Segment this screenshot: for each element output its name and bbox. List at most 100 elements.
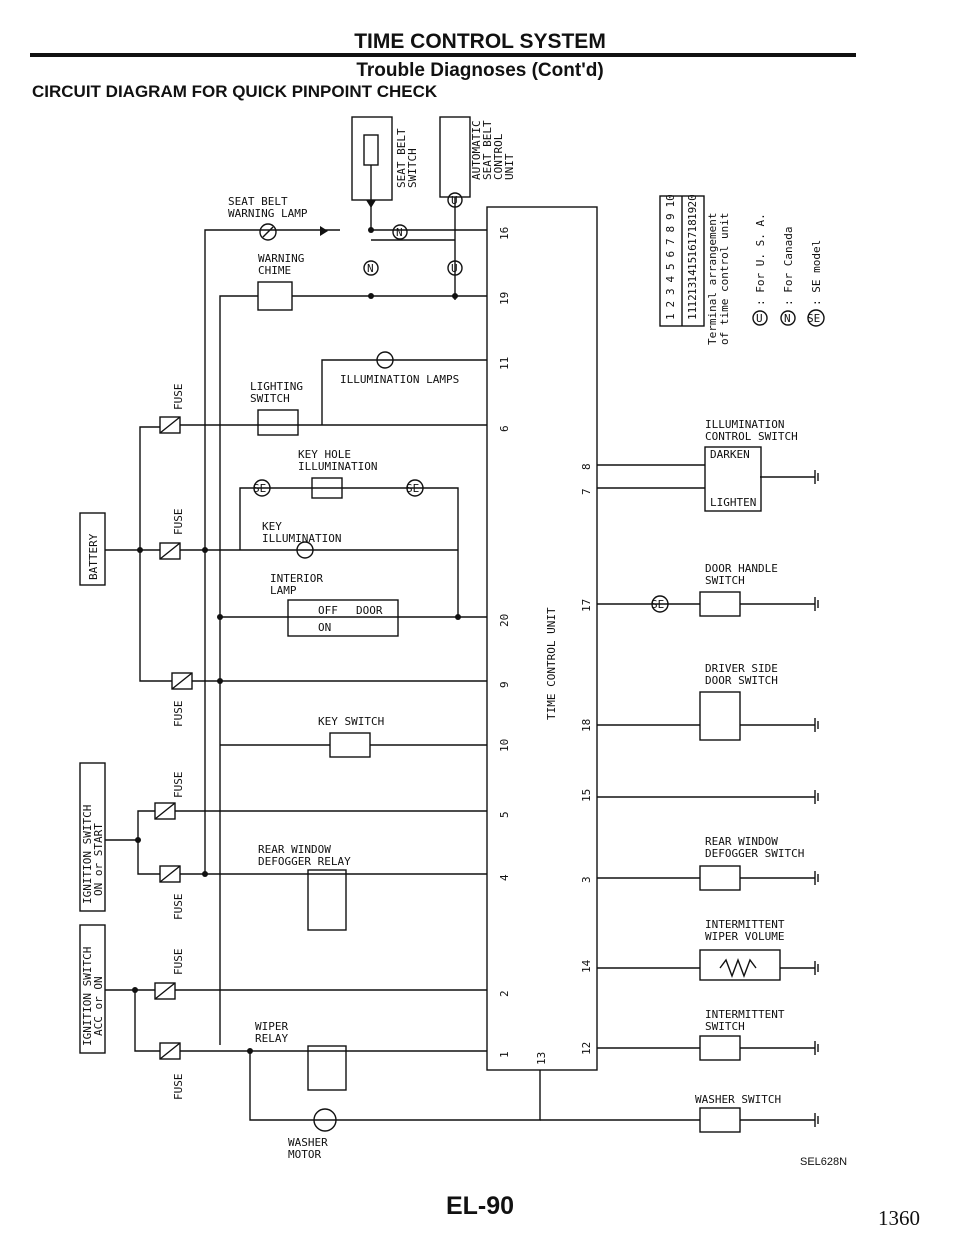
interior-lamp-line1: INTERIOR xyxy=(270,572,323,585)
connector-pin-15: 15 xyxy=(686,257,699,270)
seat-belt-switch xyxy=(351,116,393,230)
ignition-switch-acc-on-box xyxy=(79,924,106,1054)
intermittent-switch-line1: INTERMITTENT xyxy=(705,1008,785,1021)
interior-lamp-on: ON xyxy=(318,621,331,634)
connector-pin-5: 5 xyxy=(664,263,677,270)
seat-belt-warning-lamp-line2: WARNING LAMP xyxy=(228,207,308,220)
usa-symbol-1-text: U xyxy=(451,194,458,207)
key-illumination-lamp-icon xyxy=(296,541,314,559)
connector-pin-14: 14 xyxy=(686,269,699,283)
fuse-2: FUSE xyxy=(159,509,185,560)
usa-symbol-2-text: U xyxy=(451,262,458,275)
key-switch-box xyxy=(329,732,371,758)
ignition-switch-on-start-box xyxy=(79,762,106,912)
warning-chime-line2: CHIME xyxy=(258,264,291,277)
connector-pin-20: 20 xyxy=(686,194,699,207)
power-wiring xyxy=(105,229,487,1052)
seat-belt-warning-lamp-icon xyxy=(259,223,277,241)
canada-symbol-1: N xyxy=(392,224,408,240)
connector-pin-6: 6 xyxy=(664,251,677,258)
reference-code: SEL628N xyxy=(800,1156,848,1168)
terminal-3: 3 xyxy=(580,876,593,883)
connector-pin-10: 10 xyxy=(664,194,677,207)
se-symbol-2: SE xyxy=(406,479,424,497)
connector-pin-8: 8 xyxy=(664,226,677,233)
connector-pin-3: 3 xyxy=(664,288,677,295)
seat-belt-switch-line2: SWITCH xyxy=(406,148,419,188)
se-symbol-2-text: SE xyxy=(406,482,419,495)
seat-belt-warning-lamp-line1: SEAT BELT xyxy=(228,195,288,208)
defogger-relay-line2: DEFOGGER RELAY xyxy=(258,855,351,868)
wiper-volume-line1: INTERMITTENT xyxy=(705,918,785,931)
terminal-16: 16 xyxy=(498,227,511,240)
terminal-arrangement-line1: Terminal arrangement xyxy=(706,213,719,345)
terminal-14: 14 xyxy=(580,959,593,973)
terminal-11: 11 xyxy=(498,357,511,370)
defogger-relay-box xyxy=(307,869,347,931)
wiper-volume-line2: WIPER VOLUME xyxy=(705,930,784,943)
legend-se-text: : SE model xyxy=(810,240,823,306)
driver-door-switch-line2: DOOR SWITCH xyxy=(705,674,778,687)
key-hole-illumination-line2: ILLUMINATION xyxy=(298,460,377,473)
legend-canada-text: : For Canada xyxy=(782,227,795,306)
se-symbol-3-text: SE xyxy=(651,598,664,611)
canada-symbol-2: N xyxy=(363,260,379,276)
canada-symbol-1-text: N xyxy=(396,226,403,239)
illumination-lamp-icon xyxy=(376,351,394,369)
auto-seat-belt-line2: SEAT BELT xyxy=(481,120,494,180)
illumination-lamp-wire xyxy=(321,359,487,425)
terminal-9: 9 xyxy=(498,681,511,688)
interior-lamp-door: DOOR xyxy=(356,604,383,617)
defogger-switch-line2: DEFOGGER SWITCH xyxy=(705,847,804,860)
illumination-control-switch-line1: ILLUMINATION xyxy=(705,418,784,431)
fuse-6-label: FUSE xyxy=(172,949,185,976)
fuse-4: FUSE xyxy=(154,772,185,820)
terminal-7: 7 xyxy=(580,488,593,495)
fuse-3: FUSE xyxy=(171,672,193,728)
fuse-5-label: FUSE xyxy=(172,894,185,921)
connector-pin-9: 9 xyxy=(664,213,677,220)
terminal-6: 6 xyxy=(498,425,511,432)
ground-symbols xyxy=(814,470,819,1127)
legend-se-symbol: SE xyxy=(807,312,820,325)
defogger-switch-line1: REAR WINDOW xyxy=(705,835,778,848)
fuse-4-label: FUSE xyxy=(172,772,185,799)
connector-pin-13: 13 xyxy=(686,282,699,295)
connector-pin-11: 11 xyxy=(686,307,699,320)
door-handle-switch-box xyxy=(699,591,741,617)
intermittent-switch-box xyxy=(699,1035,741,1061)
defogger-relay-line1: REAR WINDOW xyxy=(258,843,331,856)
page-label: EL-90 xyxy=(445,1192,515,1220)
diagram-title: CIRCUIT DIAGRAM FOR QUICK PINPOINT CHECK xyxy=(32,82,438,101)
ignition-on-start-line2: ON or START xyxy=(92,823,105,896)
terminal-10: 10 xyxy=(498,739,511,752)
key-illumination-line2: ILLUMINATION xyxy=(262,532,341,545)
key-hole-illumination-line1: KEY HOLE xyxy=(298,448,351,461)
auto-seat-belt-line4: UNIT xyxy=(503,153,516,180)
connector-pin-7: 7 xyxy=(664,238,677,245)
connector-pin-12: 12 xyxy=(686,294,699,307)
ignition-acc-on-line2: ACC or ON xyxy=(92,976,105,1036)
fuse-3-label: FUSE xyxy=(172,701,185,728)
key-hole-illumination-box xyxy=(311,477,343,499)
terminal-12: 12 xyxy=(580,1042,593,1055)
interior-lamp-box xyxy=(287,599,399,637)
lighting-switch-line2: SWITCH xyxy=(250,392,290,405)
washer-motor-line2: MOTOR xyxy=(288,1148,321,1161)
wiper-relay-box xyxy=(307,1045,347,1091)
section-title: TIME CONTROL SYSTEM xyxy=(354,30,606,53)
door-handle-switch-line1: DOOR HANDLE xyxy=(705,562,778,575)
time-control-unit-body xyxy=(486,206,598,1071)
defogger-switch-box xyxy=(699,865,741,891)
ignition-acc-on-line1: IGNITION SWITCH xyxy=(81,947,94,1046)
terminal-2: 2 xyxy=(498,990,511,997)
key-illumination-line1: KEY xyxy=(262,520,282,533)
connector-pin-17: 17 xyxy=(686,232,699,245)
connector-pin-18: 18 xyxy=(686,219,699,232)
washer-motor-wire xyxy=(249,1051,541,1121)
key-switch-label: KEY SWITCH xyxy=(318,715,384,728)
connector-pin-1: 1 xyxy=(664,313,677,320)
